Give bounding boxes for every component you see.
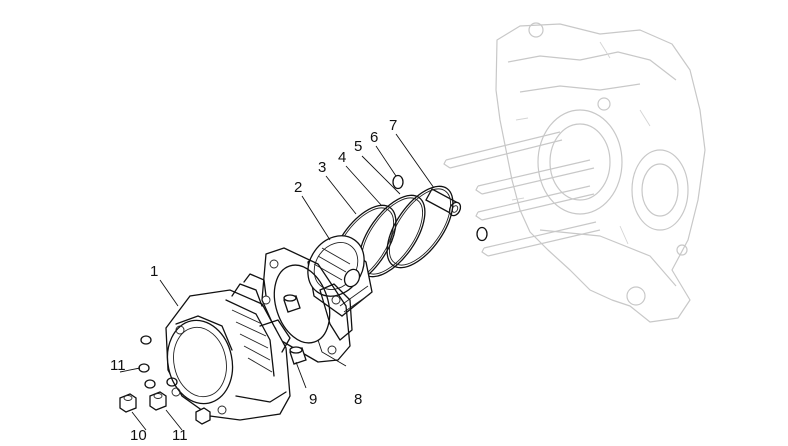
callout-4: 4 — [338, 149, 346, 166]
callout-2: 2 — [294, 179, 302, 196]
leader-lines — [119, 133, 435, 431]
callout-11-bottom: 11 — [172, 427, 188, 444]
piston — [307, 235, 373, 317]
crankcase-ghost — [443, 22, 706, 323]
nut — [119, 391, 211, 425]
piston-pin — [425, 188, 462, 217]
callout-1: 1 — [150, 263, 158, 280]
callout-11-left: 11 — [110, 357, 126, 374]
callout-5: 5 — [354, 138, 362, 155]
callout-9: 9 — [309, 391, 317, 408]
callout-labels: 1 2 3 4 5 6 7 8 9 10 11 11 — [110, 117, 397, 444]
callout-10: 10 — [130, 427, 147, 444]
dowel-pin — [283, 294, 307, 365]
callout-8: 8 — [354, 391, 362, 408]
callout-3: 3 — [318, 159, 326, 176]
cylinder — [165, 273, 291, 421]
pin-circlip — [392, 174, 488, 242]
callout-6: 6 — [370, 129, 378, 146]
callout-7: 7 — [389, 117, 397, 134]
